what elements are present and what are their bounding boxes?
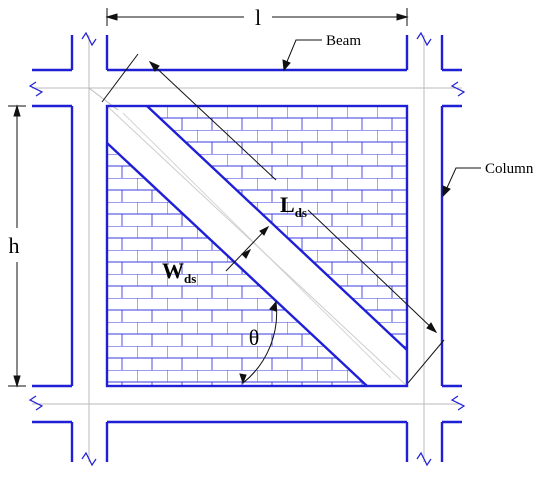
angle-arc <box>239 300 278 385</box>
rc-frame <box>32 35 462 462</box>
length-dimension <box>105 8 409 26</box>
beam-callout <box>282 39 322 72</box>
strut-edge-lower <box>106 142 368 387</box>
strut-width-label: Wds <box>162 258 196 286</box>
infill-boundary <box>105 104 409 388</box>
height-dimension <box>8 104 26 388</box>
beam-label: Beam <box>326 33 361 49</box>
frame-centerlines <box>32 35 462 462</box>
column-right <box>405 35 444 462</box>
angle-label: θ <box>249 325 260 350</box>
column-label: Column <box>485 161 534 177</box>
strut-length-label: Lds <box>280 192 307 220</box>
break-marks <box>28 31 466 467</box>
strut-width-dimension <box>225 225 270 272</box>
strut-edge-upper <box>146 105 408 351</box>
column-left <box>70 35 109 462</box>
masonry-infill <box>106 105 408 387</box>
length-label: l <box>255 5 261 30</box>
height-label: h <box>9 233 20 258</box>
strut-length-dimension <box>101 53 445 384</box>
column-callout <box>442 167 481 198</box>
